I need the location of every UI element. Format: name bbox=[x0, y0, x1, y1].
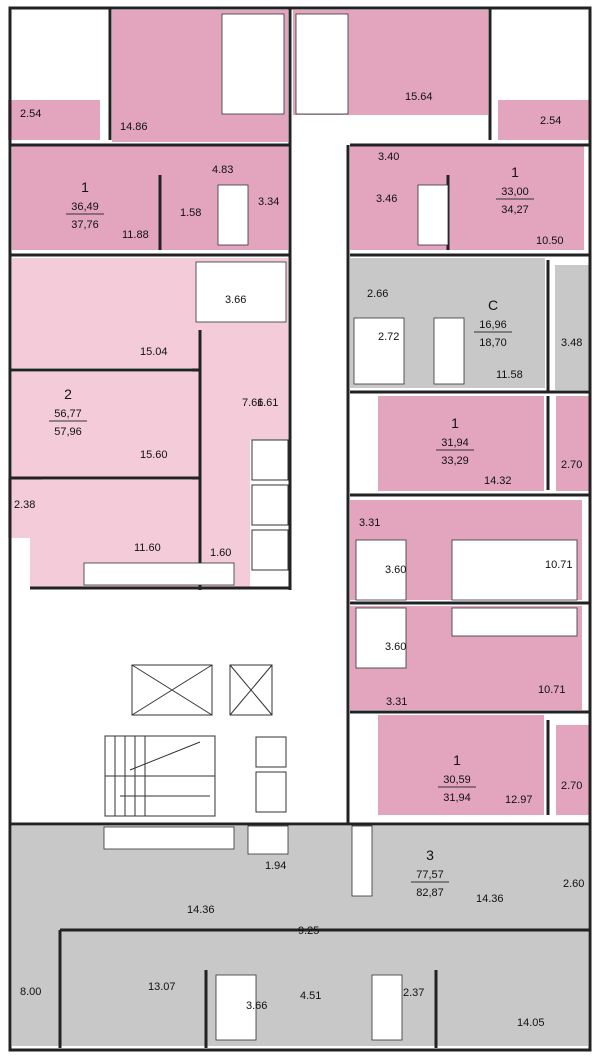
apt-living-studio: 16,96 bbox=[479, 319, 507, 331]
studio-balcony bbox=[555, 265, 590, 390]
room-area: 3.31 bbox=[386, 696, 407, 708]
apt-total-low-right: 31,94 bbox=[443, 792, 471, 804]
shafts-detail bbox=[251, 439, 289, 813]
room-area: 3.66 bbox=[246, 1000, 267, 1012]
room-area: 8.00 bbox=[20, 986, 41, 998]
room-area: 3.40 bbox=[378, 151, 399, 163]
apt-type-3: 3 bbox=[426, 847, 434, 863]
room-area: 12.97 bbox=[505, 794, 533, 806]
room-area: 3.31 bbox=[359, 517, 380, 529]
room-top-right bbox=[452, 145, 584, 250]
room-area: 3.34 bbox=[258, 196, 279, 208]
room-area: 1.60 bbox=[210, 547, 231, 559]
apt-type-top-right: 1 bbox=[511, 164, 519, 180]
room-area: 2.37 bbox=[403, 987, 424, 999]
room-area: 2.72 bbox=[378, 331, 399, 343]
corridor bbox=[290, 145, 348, 825]
room-area: 2.70 bbox=[561, 780, 582, 792]
apt-type-2: 2 bbox=[64, 386, 72, 402]
room-area: 9.25 bbox=[298, 925, 319, 937]
balcony-top-right bbox=[498, 100, 590, 140]
room-area: 13.07 bbox=[148, 981, 176, 993]
apt-total-studio: 18,70 bbox=[479, 337, 507, 349]
room-area: 3.46 bbox=[376, 193, 397, 205]
room-area: 1.58 bbox=[180, 207, 201, 219]
room-area: 11.88 bbox=[122, 229, 149, 241]
room-area-labels: 14.86 15.64 2.54 2.54 4.83 3.40 11.88 1.… bbox=[14, 91, 584, 1029]
apt-total-3: 82,87 bbox=[416, 887, 444, 899]
apartment-labels: 1 36,49 37,76 1 33,00 34,27 2 56,77 57,9… bbox=[49, 164, 534, 899]
apt-type-top-left: 1 bbox=[81, 179, 89, 195]
apt-type-low-right: 1 bbox=[453, 752, 461, 768]
apt-living-mid-right: 31,94 bbox=[441, 437, 469, 449]
apt-total-top-left: 37,76 bbox=[71, 219, 99, 231]
room-area: 3.66 bbox=[225, 294, 246, 306]
room-area: 2.54 bbox=[20, 108, 41, 120]
shafts bbox=[250, 440, 290, 590]
room-area: 14.86 bbox=[120, 121, 148, 133]
apt-type-mid-right: 1 bbox=[451, 415, 459, 431]
apartment-3-bottom[interactable] bbox=[12, 826, 588, 1046]
room-area: 2.54 bbox=[540, 115, 561, 127]
balcony-top-left bbox=[8, 100, 100, 140]
room-area: 10.71 bbox=[545, 559, 573, 571]
room-mid-right bbox=[378, 396, 544, 491]
room-area: 14.36 bbox=[476, 893, 504, 905]
room-area: 15.04 bbox=[140, 346, 168, 358]
room-area: 15.60 bbox=[140, 449, 168, 461]
room-top-left bbox=[12, 145, 162, 250]
room-area: 2.38 bbox=[14, 499, 35, 511]
room-area: 10.71 bbox=[538, 684, 566, 696]
room-area: 14.05 bbox=[517, 1017, 545, 1029]
room-area: 2.70 bbox=[561, 459, 582, 471]
elevators bbox=[131, 664, 273, 716]
room-area: 2.66 bbox=[367, 288, 388, 300]
staircase bbox=[104, 735, 216, 817]
room-area: 15.64 bbox=[405, 91, 433, 103]
room-area: 7.66 bbox=[242, 397, 263, 409]
apt-living-top-right: 33,00 bbox=[501, 186, 529, 198]
apt-total-mid-right: 33,29 bbox=[441, 455, 469, 467]
room-area: 11.60 bbox=[134, 542, 161, 554]
room-2-a bbox=[12, 258, 192, 368]
room-area: 3.60 bbox=[385, 641, 406, 653]
apt-living-low-right: 30,59 bbox=[443, 774, 471, 786]
room-area: 10.50 bbox=[536, 235, 564, 247]
room-area: 3.48 bbox=[561, 337, 582, 349]
room-low-right bbox=[378, 715, 544, 815]
apt-living-2: 56,77 bbox=[54, 408, 82, 420]
apt-type-studio: С bbox=[488, 297, 498, 313]
room-area: 1.61 bbox=[257, 397, 278, 409]
room-area: 4.83 bbox=[212, 164, 233, 176]
fixtures bbox=[83, 13, 578, 1041]
room-area: 14.36 bbox=[187, 904, 215, 916]
room-area: 1.94 bbox=[265, 860, 286, 872]
balcony-mid-right bbox=[556, 396, 590, 491]
walls bbox=[8, 6, 592, 1052]
stair-core bbox=[40, 592, 288, 822]
balcony-low-right bbox=[556, 725, 590, 815]
room-area: 4.51 bbox=[300, 990, 321, 1002]
room-area: 14.32 bbox=[484, 475, 512, 487]
room-area: 2.60 bbox=[563, 878, 584, 890]
apt-living-top-left: 36,49 bbox=[71, 201, 99, 213]
room-area: 3.60 bbox=[385, 564, 406, 576]
apt-total-top-right: 34,27 bbox=[501, 204, 529, 216]
hall-top-left bbox=[162, 145, 288, 185]
room-2-b bbox=[12, 372, 204, 477]
apt-living-3: 77,57 bbox=[416, 869, 444, 881]
apt-total-2: 57,96 bbox=[54, 426, 82, 438]
room-area: 11.58 bbox=[496, 369, 523, 381]
